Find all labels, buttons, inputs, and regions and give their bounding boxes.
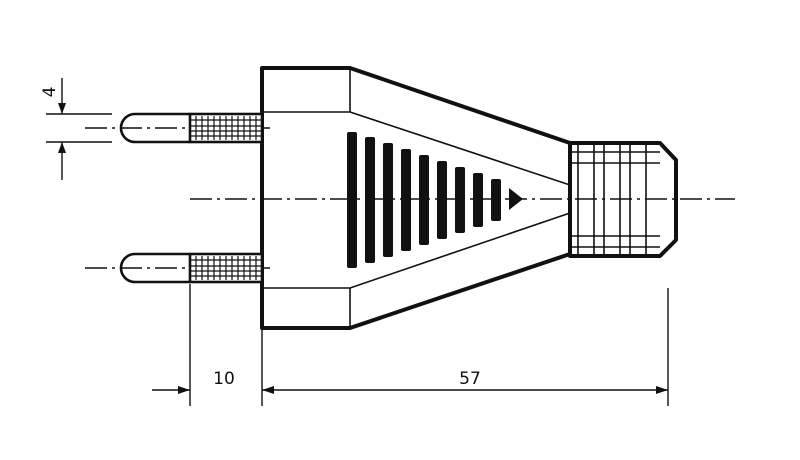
body-length-label: 57 — [459, 369, 481, 389]
grip-ribs — [347, 132, 523, 268]
cable-strain-relief — [568, 141, 678, 258]
plug-body — [260, 66, 572, 330]
pin-diameter-label: 4 — [40, 87, 60, 98]
top-pin — [119, 112, 264, 144]
pin-length-label: 10 — [213, 369, 235, 389]
pin-diameter-dimension: 4 — [40, 78, 112, 180]
length-dimensions: 10 57 — [152, 284, 669, 406]
bottom-pin — [119, 252, 264, 284]
